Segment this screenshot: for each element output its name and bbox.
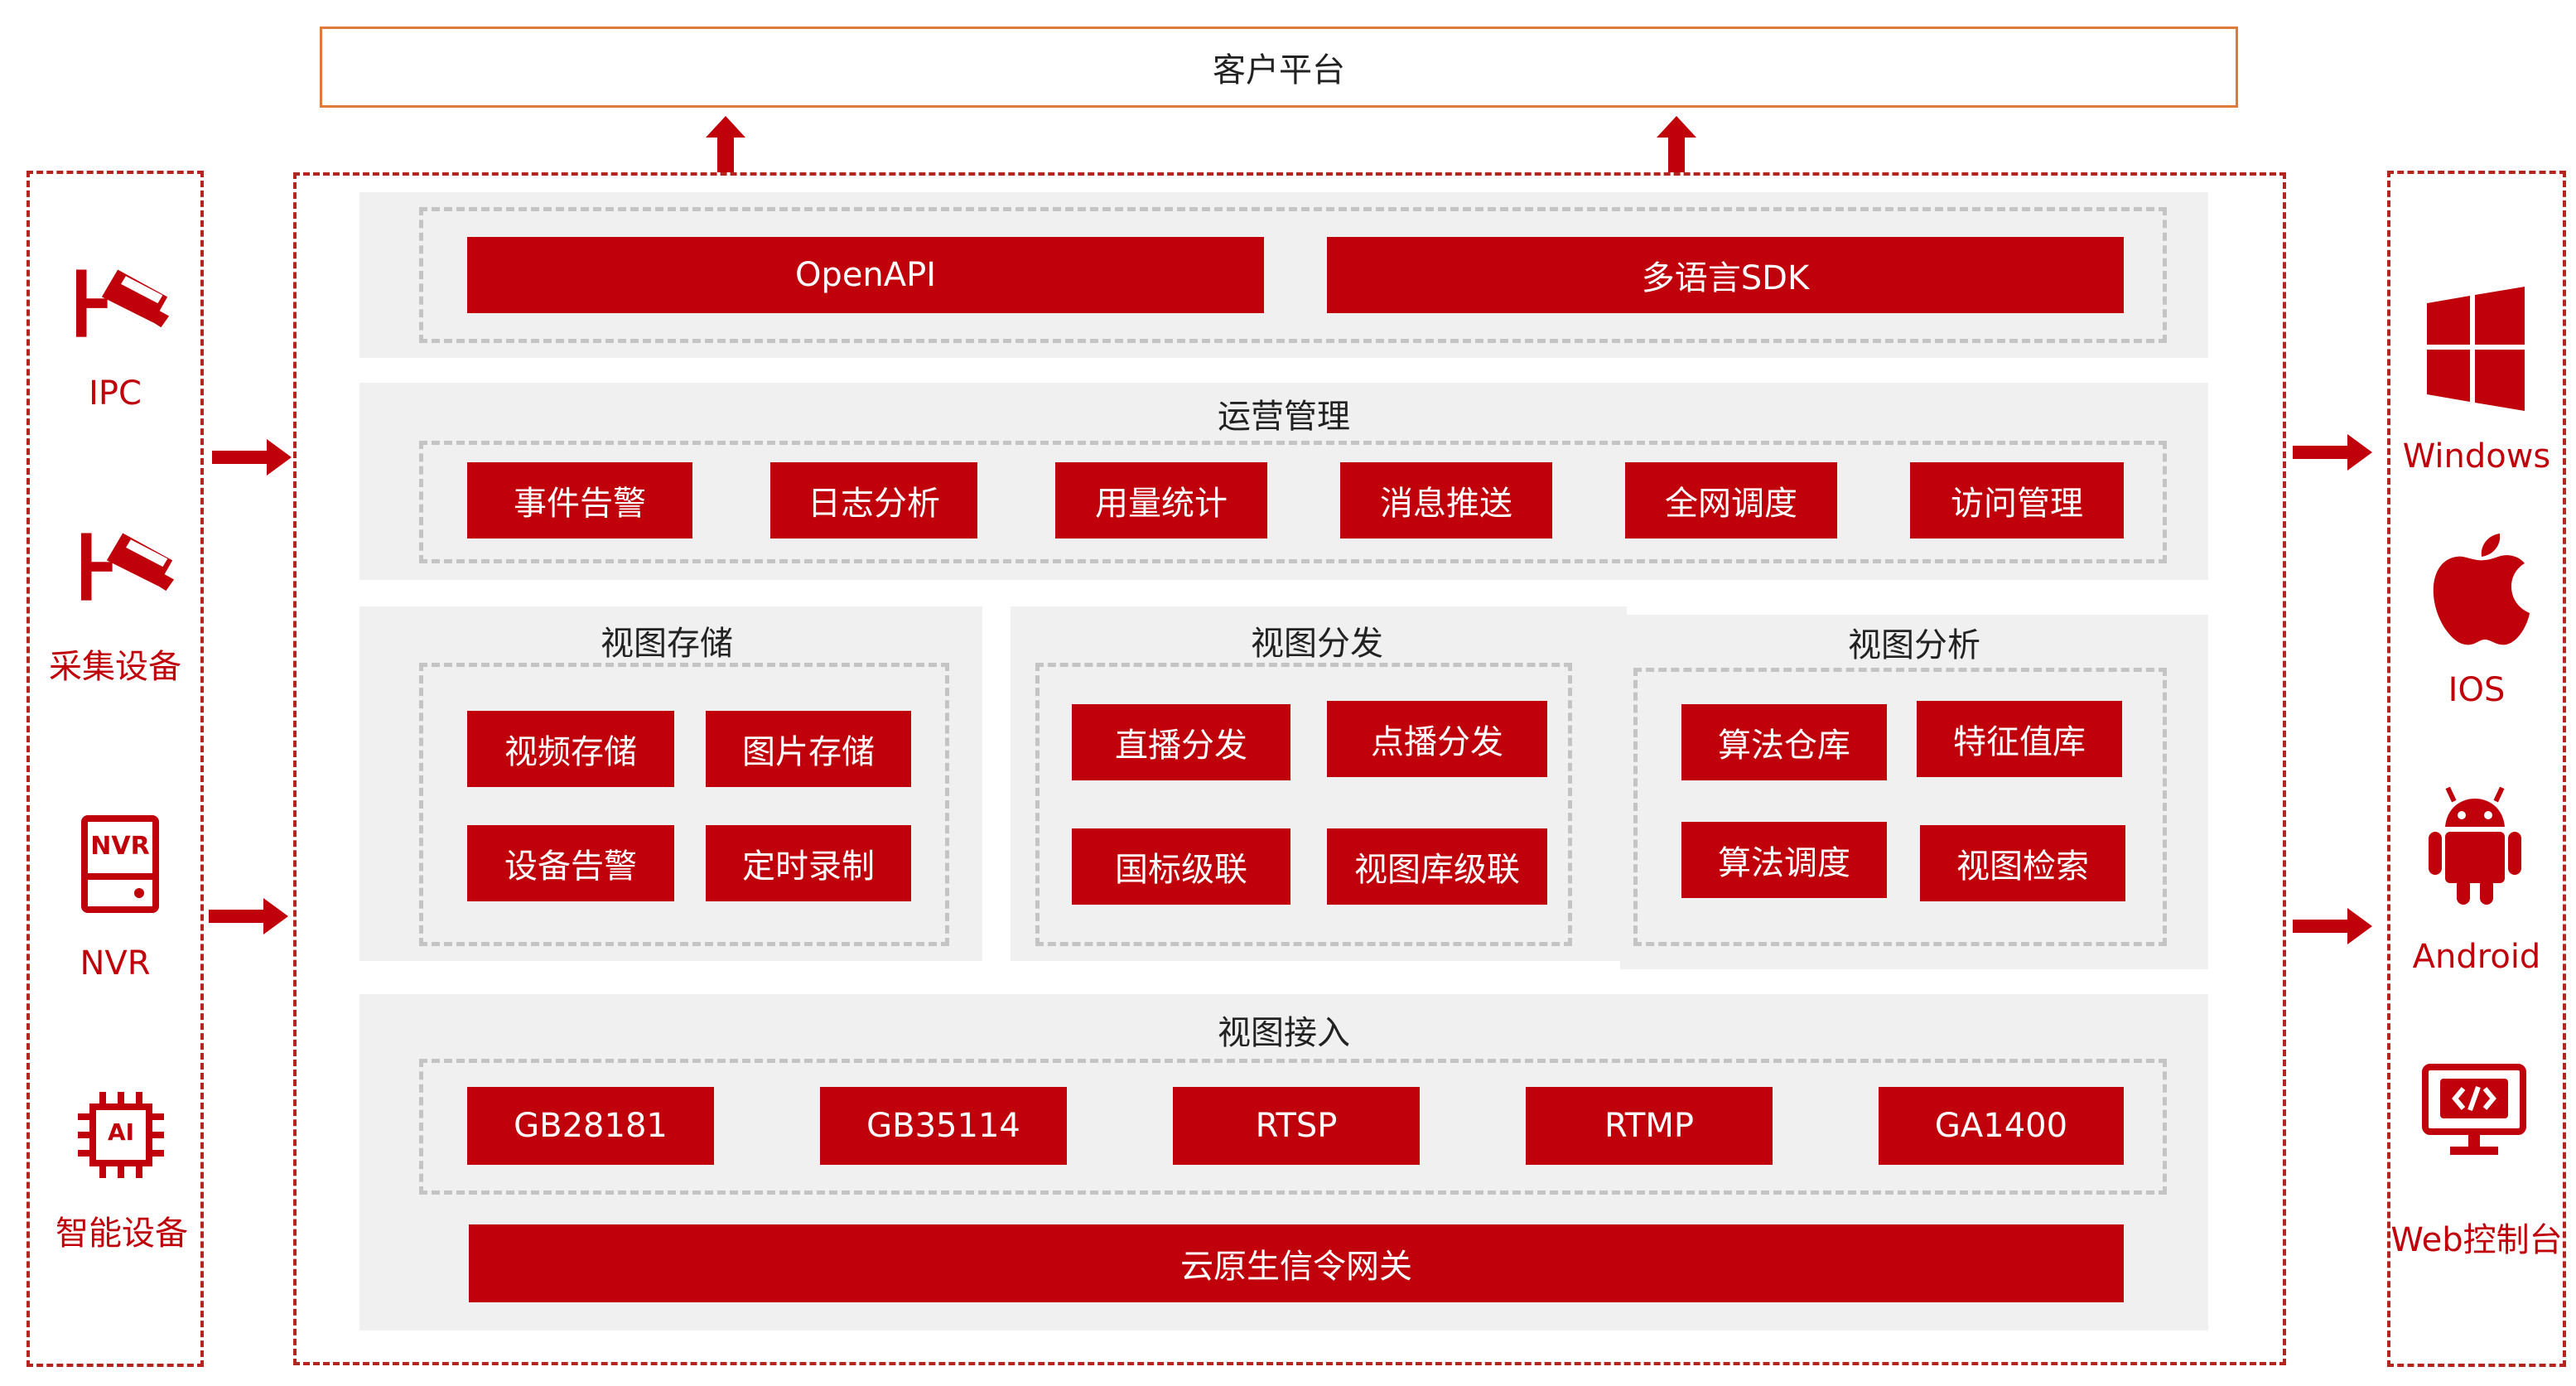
- device-label-ipc: IPC: [89, 374, 142, 413]
- view-access-title: 视图接入: [1218, 1014, 1350, 1052]
- up-arrow-left: [706, 116, 745, 172]
- web-console-icon: [2422, 1064, 2526, 1155]
- view-analysis-panel: [1620, 615, 2208, 969]
- client-label-ios: IOS: [2448, 671, 2506, 709]
- protocol-label: RTSP: [1255, 1107, 1338, 1145]
- storage-item-video: 视频存储: [467, 711, 674, 787]
- protocol-ga1400: GA1400: [1879, 1087, 2124, 1165]
- storage-item-label: 图片存储: [742, 733, 875, 771]
- ops-item-label: 日志分析: [808, 485, 940, 523]
- nvr-led: [134, 888, 144, 898]
- protocol-label: GB35114: [866, 1107, 1020, 1145]
- client-label-web-console: Web控制台: [2390, 1221, 2563, 1259]
- ops-management-title: 运营管理: [1218, 398, 1350, 436]
- dist-item-vod: 点播分发: [1327, 701, 1547, 777]
- storage-item-label: 定时录制: [742, 848, 875, 886]
- storage-item-label: 视频存储: [504, 733, 637, 771]
- ops-item-label: 用量统计: [1095, 485, 1228, 523]
- client-label-windows: Windows: [2402, 437, 2551, 476]
- ops-item-label: 事件告警: [514, 485, 646, 523]
- arrow-core-to-clients-bottom: [2293, 908, 2372, 944]
- dist-item-gb-cascade: 国标级联: [1072, 828, 1290, 905]
- view-storage-title: 视图存储: [601, 625, 733, 663]
- ops-item-label: 消息推送: [1380, 485, 1512, 523]
- dist-item-label: 国标级联: [1115, 851, 1247, 889]
- dist-item-live: 直播分发: [1072, 704, 1290, 780]
- device-label-smart: 智能设备: [55, 1215, 188, 1253]
- view-analysis-dashed-frame: [1633, 668, 2167, 946]
- dist-item-label: 点播分发: [1371, 723, 1503, 761]
- signaling-gateway-label: 云原生信令网关: [1180, 1248, 1412, 1286]
- core-platform-container: [293, 172, 2286, 1365]
- protocol-label: GB28181: [514, 1107, 668, 1145]
- ops-item-network-scheduling: 全网调度: [1625, 462, 1837, 538]
- nvr-divider: [88, 873, 152, 880]
- dist-item-label: 视图库级联: [1354, 851, 1520, 889]
- ops-item-event-alarm: 事件告警: [467, 462, 692, 538]
- analysis-item-label: 算法调度: [1718, 844, 1850, 882]
- android-icon: [2429, 786, 2521, 905]
- nvr-device-icon: NVR: [81, 815, 159, 913]
- clients-column: [2387, 171, 2566, 1367]
- signaling-gateway-box: 云原生信令网关: [469, 1224, 2124, 1302]
- device-label-collect: 采集设备: [49, 648, 181, 686]
- sdk-box: 多语言SDK: [1327, 237, 2124, 313]
- analysis-item-feature-lib: 特征值库: [1917, 701, 2122, 777]
- analysis-item-label: 算法仓库: [1718, 727, 1850, 765]
- analysis-item-algorithm-scheduling: 算法调度: [1681, 822, 1887, 898]
- storage-item-image: 图片存储: [706, 711, 911, 787]
- protocol-rtsp: RTSP: [1173, 1087, 1420, 1165]
- devices-column: [27, 171, 204, 1367]
- api-layer-dashed-frame: [419, 207, 2167, 343]
- ops-item-label: 全网调度: [1665, 485, 1797, 523]
- client-label-android: Android: [2412, 938, 2541, 976]
- arrow-devices-to-core-top: [212, 439, 292, 476]
- openapi-box: OpenAPI: [467, 237, 1264, 313]
- protocol-rtmp: RTMP: [1526, 1087, 1773, 1165]
- ops-item-label: 访问管理: [1951, 485, 2083, 523]
- customer-platform-label: 客户平台: [1213, 51, 1345, 89]
- windows-icon: [2427, 287, 2525, 411]
- customer-platform-box: 客户平台: [320, 27, 2238, 108]
- view-distribution-title: 视图分发: [1251, 625, 1383, 663]
- analysis-item-view-search: 视图检索: [1920, 825, 2125, 901]
- storage-item-label: 设备告警: [504, 848, 637, 886]
- storage-item-device-alarm: 设备告警: [467, 825, 674, 901]
- ai-chip-icon: [78, 1092, 164, 1178]
- dist-item-label: 直播分发: [1115, 727, 1247, 765]
- ops-management-dashed-frame: [419, 441, 2167, 563]
- ops-item-access-management: 访问管理: [1910, 462, 2124, 538]
- view-access-dashed-frame: [419, 1059, 2167, 1195]
- arrow-core-to-clients-top: [2293, 434, 2372, 471]
- view-distribution-dashed-frame: [1035, 663, 1572, 946]
- apple-icon: [2433, 534, 2530, 645]
- ipc-camera-icon: [75, 269, 170, 337]
- analysis-item-algorithm-repo: 算法仓库: [1681, 704, 1887, 780]
- view-analysis-title: 视图分析: [1848, 626, 1980, 664]
- openapi-label: OpenAPI: [794, 256, 937, 294]
- protocol-label: RTMP: [1604, 1107, 1694, 1145]
- ops-item-message-push: 消息推送: [1340, 462, 1552, 538]
- analysis-item-label: 视图检索: [1956, 848, 2089, 886]
- view-storage-dashed-frame: [419, 663, 949, 946]
- up-arrow-right: [1657, 116, 1696, 172]
- storage-item-scheduled-recording: 定时录制: [706, 825, 911, 901]
- protocol-label: GA1400: [1934, 1107, 2068, 1145]
- nvr-badge-text: NVR: [90, 832, 150, 861]
- protocol-gb28181: GB28181: [467, 1087, 714, 1165]
- analysis-item-label: 特征值库: [1953, 723, 2086, 761]
- arrow-devices-to-core-bottom: [209, 898, 288, 934]
- ops-item-usage-stats: 用量统计: [1055, 462, 1267, 538]
- protocol-gb35114: GB35114: [820, 1087, 1067, 1165]
- ops-item-log-analysis: 日志分析: [770, 462, 977, 538]
- collect-camera-icon: [80, 533, 175, 601]
- device-label-nvr: NVR: [80, 944, 151, 983]
- ai-badge-text: AI: [107, 1118, 135, 1146]
- sdk-label: 多语言SDK: [1641, 259, 1810, 297]
- dist-item-viewlib-cascade: 视图库级联: [1327, 828, 1547, 905]
